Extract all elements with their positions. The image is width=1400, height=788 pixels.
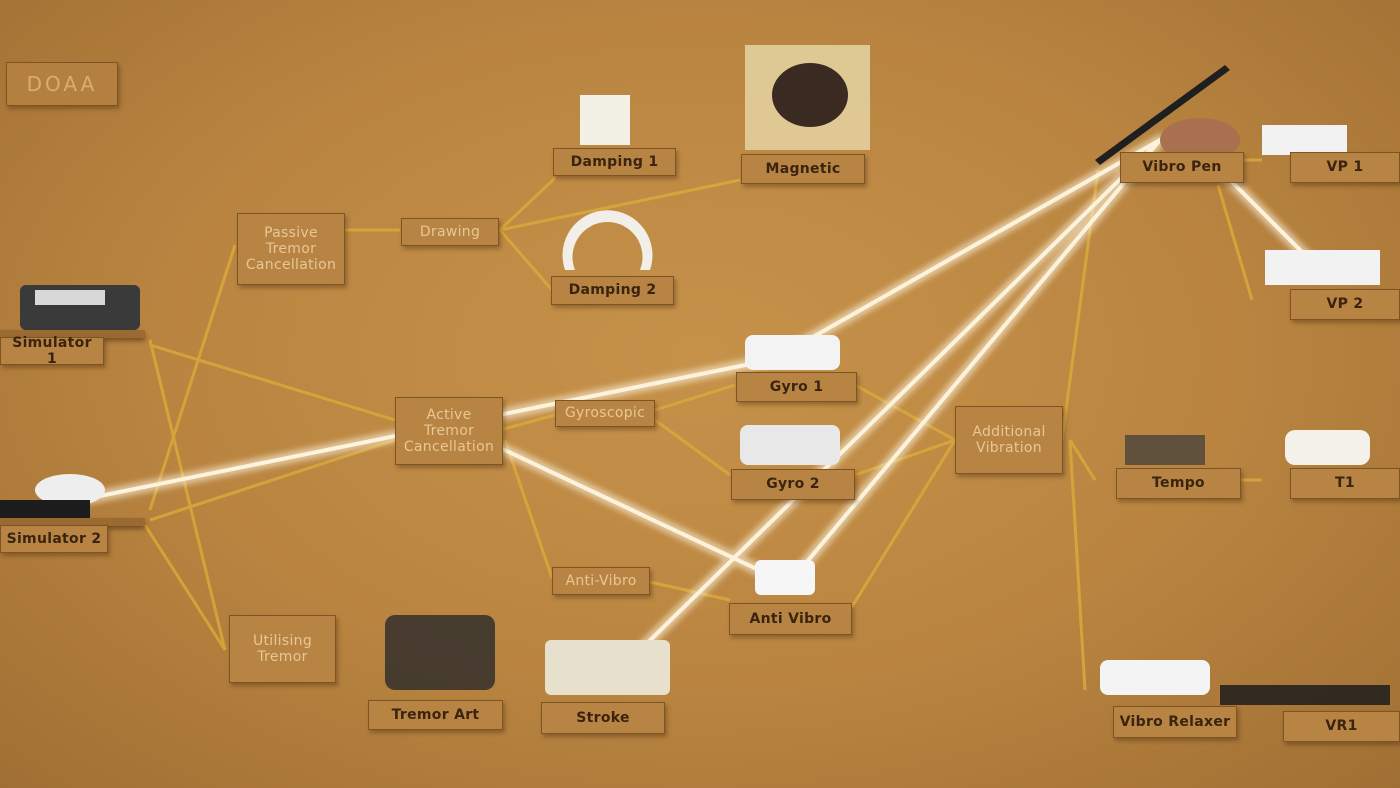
category-passive-tremor-cancellation: Passive Tremor Cancellation (237, 213, 345, 285)
label-gyro-1: Gyro 1 (736, 372, 857, 402)
label-tempo: Tempo (1116, 468, 1241, 499)
label-tremor-art: Tremor Art (368, 700, 503, 730)
label-vr1: VR1 (1283, 711, 1400, 742)
label-anti-vibro: Anti Vibro (729, 603, 852, 635)
shelf-simulator-1 (0, 330, 145, 338)
label-damping-2: Damping 2 (551, 276, 674, 305)
category-utilising-tremor: Utilising Tremor (229, 615, 336, 683)
label-simulator-2: Simulator 2 (0, 525, 108, 553)
category-additional-vibration: Additional Vibration (955, 406, 1063, 474)
label-simulator-1: Simulator 1 (0, 335, 104, 367)
light-beams (84, 134, 1326, 666)
label-vibro-relaxer: Vibro Relaxer (1113, 706, 1237, 738)
prototype-objects (0, 45, 1390, 705)
method-gyroscopic: Gyroscopic (555, 400, 655, 427)
label-stroke: Stroke (541, 702, 665, 734)
label-gyro-2: Gyro 2 (731, 469, 855, 500)
method-anti-vibro: Anti-Vibro (552, 567, 650, 595)
tape-connections (143, 158, 1262, 691)
label-vp-2: VP 2 (1290, 289, 1400, 320)
label-vibro-pen: Vibro Pen (1120, 152, 1244, 183)
logo-plaque: DOAA (6, 62, 118, 106)
label-vp-1: VP 1 (1290, 152, 1400, 183)
label-t1: T1 (1290, 468, 1400, 499)
label-damping-1: Damping 1 (553, 148, 676, 176)
label-magnetic: Magnetic (741, 154, 865, 184)
category-active-tremor-cancellation: Active Tremor Cancellation (395, 397, 503, 465)
method-drawing: Drawing (401, 218, 499, 246)
shelf-simulator-2 (0, 518, 145, 526)
